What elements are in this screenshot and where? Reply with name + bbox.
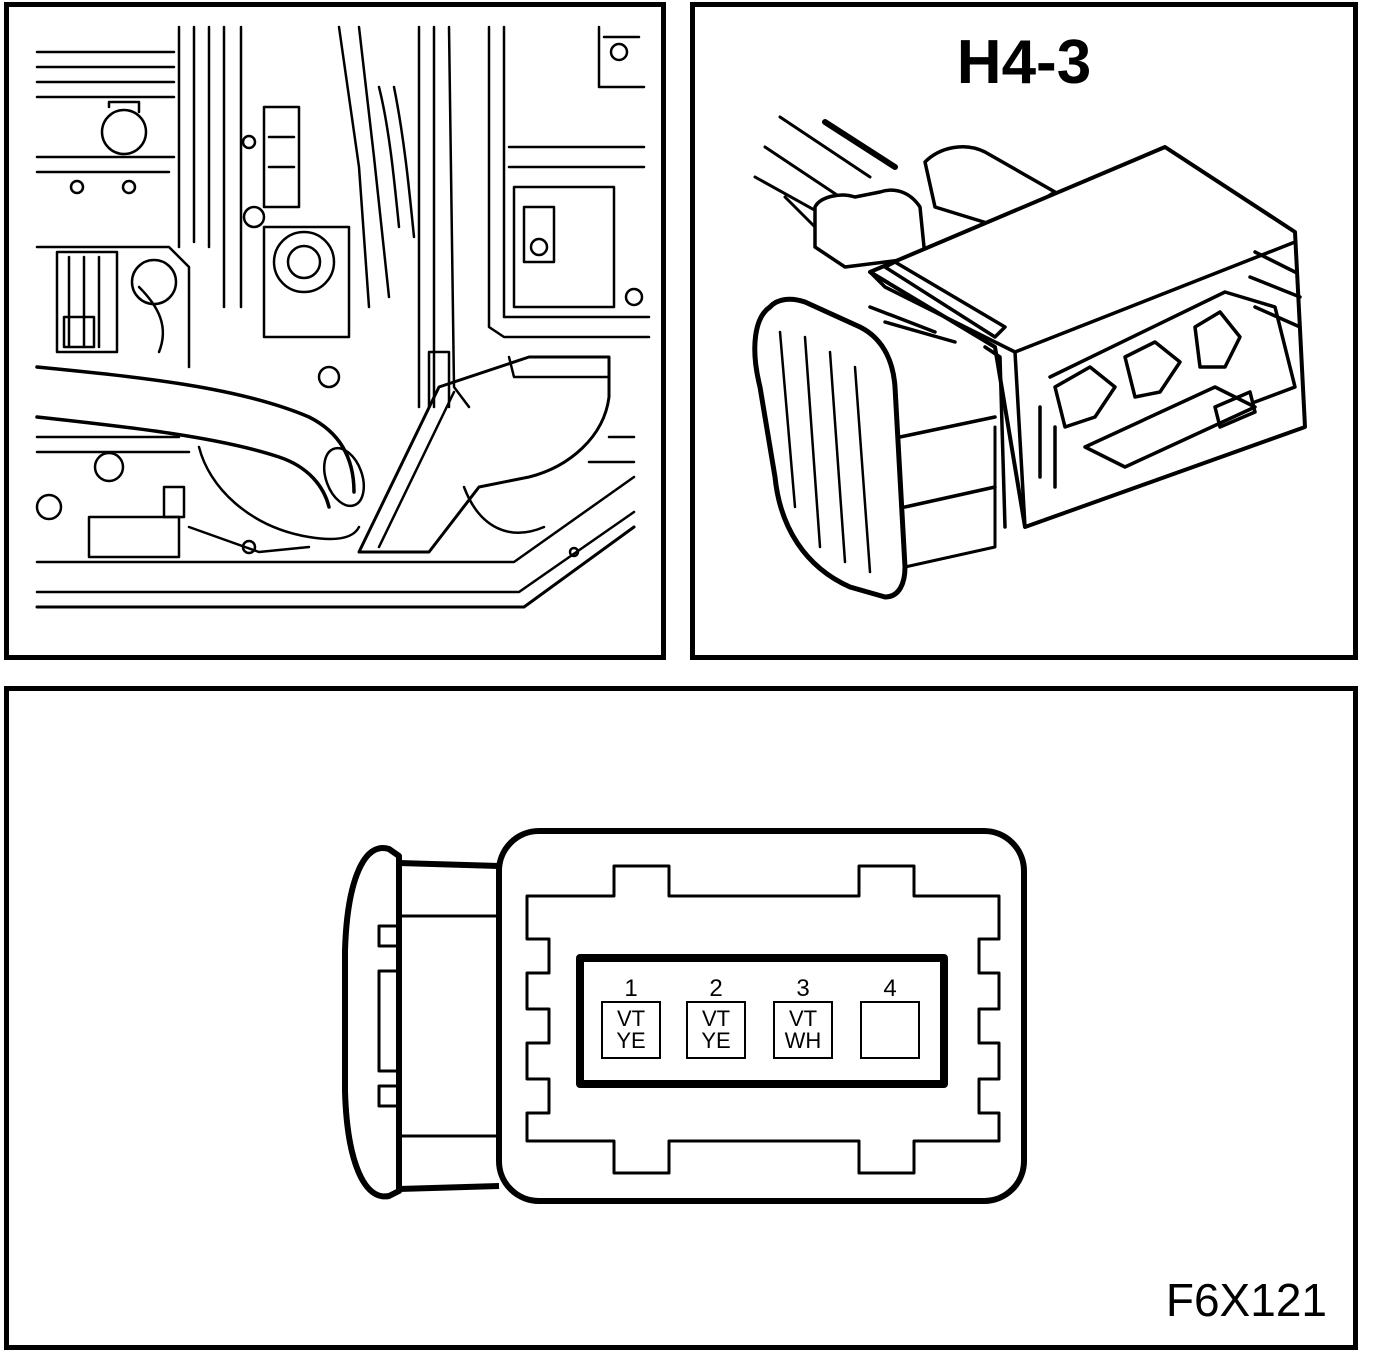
engine-bay-location-panel (4, 2, 666, 660)
pin-1-wire-color-1: VT (616, 1006, 646, 1031)
pin-4-cavity (860, 1001, 920, 1059)
figure-id-label: F6X121 (1165, 1274, 1327, 1326)
pin-4-number: 4 (883, 975, 897, 1002)
pin-2-number: 2 (709, 975, 723, 1002)
pin-2-wire-color-2: YE (701, 1028, 731, 1053)
connector-title: H4-3 (956, 28, 1092, 97)
connector-face-outline (342, 828, 1027, 1204)
pin-1-cavity: VT YE (601, 1001, 661, 1059)
pin-3-wire-color-2: WH (784, 1028, 822, 1053)
pin-3-number: 3 (796, 975, 810, 1002)
pin-3-cavity: VT WH (773, 1001, 833, 1059)
pin-3-wire-color-1: VT (788, 1006, 818, 1031)
pin-1-wire-color-2: YE (616, 1028, 646, 1053)
connector-3d-illustration (752, 115, 1307, 600)
pin-2-cavity: VT YE (686, 1001, 746, 1059)
pin-1-number: 1 (624, 975, 638, 1002)
pin-2-wire-color-1: VT (701, 1006, 731, 1031)
connector-3d-panel: H4-3 (690, 2, 1358, 660)
connector-face-panel: 1 VT YE 2 VT YE 3 VT WH 4 F6X121 (4, 686, 1358, 1350)
engine-bay-illustration (35, 25, 651, 609)
